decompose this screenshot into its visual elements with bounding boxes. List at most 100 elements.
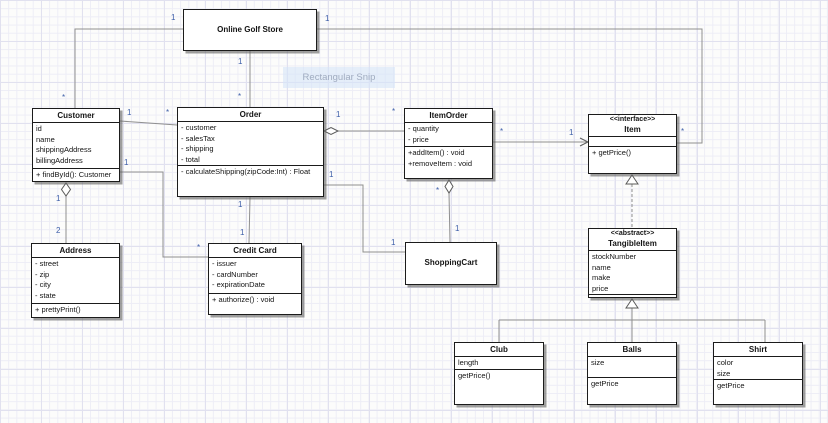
multiplicity-label: * <box>392 107 396 116</box>
attribute-row: - state <box>35 290 56 300</box>
method-row: - calculateShipping(zipCode:Int) : Float <box>181 167 311 176</box>
class-item[interactable]: <<interface>> Item + getPrice() <box>588 114 677 174</box>
attribute-row: - salesTax <box>181 133 215 143</box>
class-order[interactable]: Order - customer- salesTax- shipping- tot… <box>177 107 324 197</box>
class-online-golf-store[interactable]: Online Golf Store <box>183 9 317 51</box>
aggregation-diamond-itemorder-shoppingcart <box>444 179 454 194</box>
attributes-compartment <box>589 137 676 147</box>
methods-compartment: - calculateShipping(zipCode:Int) : Float <box>178 166 323 196</box>
attribute-row: - customer <box>181 123 217 132</box>
generalization-triangle-item <box>625 174 639 185</box>
class-name: ItemOrder <box>429 111 468 120</box>
class-name: Address <box>59 246 92 255</box>
multiplicity-label: 1 <box>569 128 574 137</box>
class-credit-card[interactable]: Credit Card - issuer- cardNumber- expirat… <box>208 243 302 315</box>
attribute-row: id <box>36 124 42 133</box>
multiplicity-label: 2 <box>56 226 61 235</box>
methods-compartment: getPrice <box>588 378 676 404</box>
multiplicity-label: * <box>166 108 170 117</box>
multiplicity-label: * <box>500 127 504 136</box>
aggregation-diamond-order-itemorder <box>322 126 340 136</box>
edge-customer-order[interactable] <box>119 120 178 126</box>
attributes-compartment: size <box>588 357 676 378</box>
multiplicity-label: * <box>62 93 66 102</box>
methods-compartment: + prettyPrint() <box>32 304 119 317</box>
class-name: TangibleItem <box>608 239 657 248</box>
multiplicity-label: * <box>197 243 201 252</box>
attribute-row: size <box>717 368 731 378</box>
method-row: getPrice() <box>458 371 491 380</box>
method-row: + findById(): Customer <box>36 170 112 179</box>
multiplicity-label: * <box>681 127 685 136</box>
class-item-order[interactable]: ItemOrder - quantity- price +addItem() : v… <box>404 108 493 179</box>
attribute-row: size <box>591 358 605 367</box>
method-row: getPrice <box>591 379 619 388</box>
class-name: Customer <box>57 111 95 120</box>
method-row: getPrice <box>717 381 745 390</box>
attribute-row: - shipping <box>181 144 214 153</box>
class-title: Club <box>455 343 543 357</box>
multiplicity-label: 1 <box>238 200 243 209</box>
class-title: <<abstract>> TangibleItem <box>589 229 676 251</box>
class-shopping-cart[interactable]: ShoppingCart <box>405 242 497 285</box>
multiplicity-label: 1 <box>127 108 132 117</box>
attribute-row: color <box>717 358 734 367</box>
class-name: Balls <box>622 345 642 354</box>
attribute-row: price <box>592 283 609 293</box>
class-name: Credit Card <box>233 246 277 255</box>
class-name: Item <box>624 125 641 134</box>
multiplicity-label: 1 <box>329 170 334 179</box>
class-stereotype: <<interface>> <box>609 116 656 123</box>
multiplicity-label: 1 <box>124 158 129 167</box>
attribute-row: - street <box>35 259 59 268</box>
edge-order-shoppingcart[interactable] <box>324 184 405 253</box>
class-title: ShoppingCart <box>424 258 478 268</box>
attribute-row: shippingAddress <box>36 145 92 154</box>
attribute-row: - expirationDate <box>212 280 265 289</box>
class-name: Order <box>239 110 262 119</box>
multiplicity-label: 1 <box>336 110 341 119</box>
class-address[interactable]: Address- street- zip- city- state+ prett… <box>31 243 120 318</box>
class-title: Online Golf Store <box>217 24 283 34</box>
aggregation-diamond-customer-address <box>60 182 72 197</box>
methods-compartment: + authorize() : void <box>209 294 301 314</box>
attribute-row: make <box>592 273 611 282</box>
attribute-row: name <box>592 262 611 272</box>
attribute-row: - zip <box>35 269 50 279</box>
class-title: Customer <box>33 109 119 123</box>
class-balls[interactable]: Balls size getPrice <box>587 342 677 405</box>
multiplicity-label: 1 <box>240 228 245 237</box>
attributes-compartment: - customer- salesTax- shipping- total <box>178 122 323 166</box>
class-title: Order <box>178 108 323 122</box>
edge-store-customer[interactable] <box>74 28 183 108</box>
method-row: + authorize() : void <box>212 295 275 304</box>
attribute-row: - issuer <box>212 259 237 268</box>
class-stereotype: <<abstract>> <box>610 230 655 237</box>
edge-order-creditcard[interactable] <box>248 196 251 244</box>
multiplicity-label: 1 <box>325 14 330 23</box>
generalization-triangle-tangibleitem <box>625 298 639 309</box>
methods-compartment: +addItem() : void+removeItem : void <box>405 147 492 178</box>
attribute-row: - city <box>35 280 51 289</box>
attribute-row: - price <box>408 134 429 144</box>
methods-compartment <box>589 295 676 297</box>
edge-store-item[interactable] <box>317 28 703 144</box>
attributes-compartment: - street- zip- city- state <box>32 258 119 304</box>
attributes-compartment: length <box>455 357 543 370</box>
edge-customer-creditcard[interactable] <box>120 171 208 258</box>
class-name: Club <box>490 345 508 354</box>
snip-mode-overlay: Rectangular Snip <box>283 67 395 88</box>
methods-compartment: + getPrice() <box>589 147 676 173</box>
edge-itemorder-shoppingcart[interactable] <box>448 192 451 243</box>
attribute-row: - quantity <box>408 124 439 133</box>
multiplicity-label: 1 <box>56 194 61 203</box>
attribute-row: - cardNumber <box>212 269 258 279</box>
attribute-row: stockNumber <box>592 252 637 261</box>
